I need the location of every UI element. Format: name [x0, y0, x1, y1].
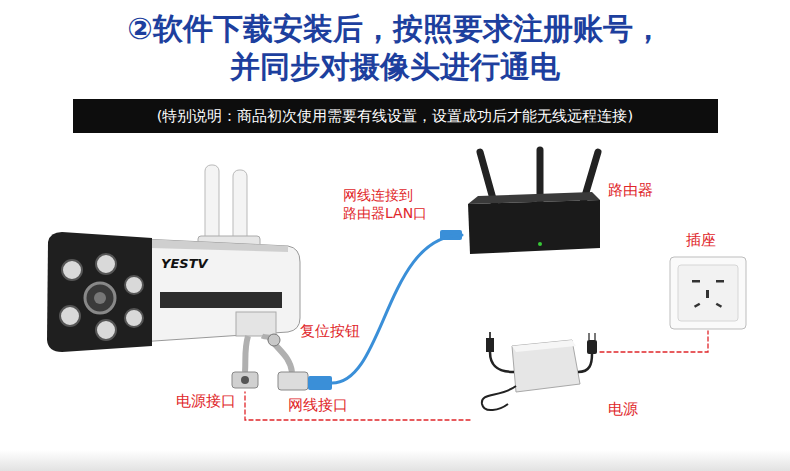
part-label: 复位按钮: [300, 322, 360, 340]
brand-logo: YESTV: [161, 256, 208, 271]
part-label: 网线接口: [288, 396, 348, 414]
notice-band: (特别说明：商品初次使用需要有线设置，设置成功后才能无线远程连接): [73, 99, 718, 133]
power-wire: [600, 331, 708, 352]
outlet-illustration: [670, 257, 746, 329]
router-illustration: [440, 150, 600, 254]
outlet-box: 插座: [668, 255, 748, 331]
network-cable: [332, 235, 462, 383]
device-label: 插座: [686, 231, 716, 249]
power-wire: [245, 392, 470, 420]
power-supply-illustration: [482, 332, 597, 410]
camera-illustration: [47, 165, 332, 390]
power-box: 电源: [470, 330, 600, 425]
connector-label: 网线连接到 路由器LAN口: [343, 186, 430, 222]
notice-text: (特别说明：商品初次使用需要有线设置，设置成功后才能无线远程连接): [73, 99, 718, 133]
page-title: ②软件下载安装后，按照要求注册账号， 并同步对摄像头进行通电: [110, 10, 680, 86]
device-label: 路由器: [608, 181, 653, 199]
router-box: 路由器: [462, 145, 602, 258]
camera-box: YESTV: [45, 160, 332, 392]
part-label: 电源接口: [176, 392, 236, 410]
device-label: 电源: [608, 400, 638, 418]
